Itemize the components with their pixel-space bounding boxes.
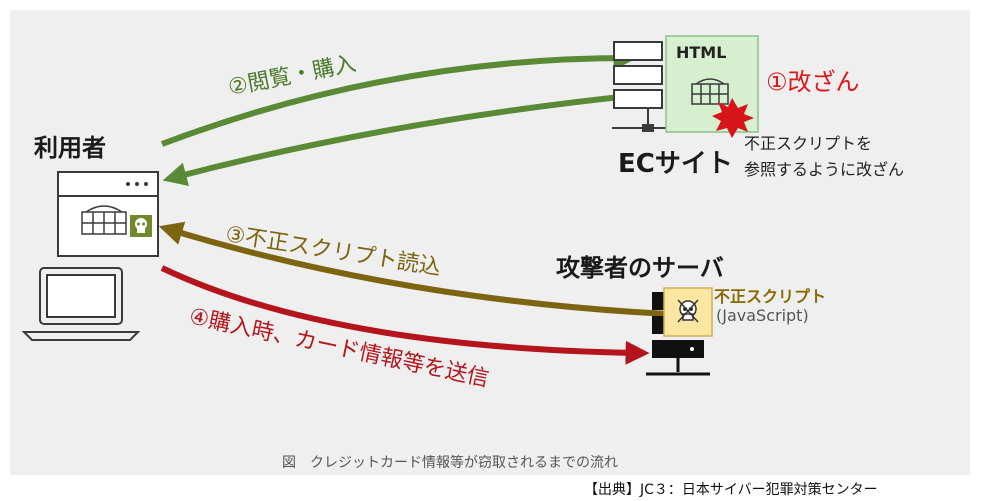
html-basket-icon: [691, 78, 729, 105]
tamper-note-line1: 不正スクリプトを: [744, 134, 873, 153]
malicious-script-subtitle: (JavaScript): [716, 306, 809, 325]
browse-purchase-arrow: [160, 46, 638, 147]
html-label: HTML: [676, 43, 727, 62]
ec-server-icon: [612, 41, 684, 132]
user-label: 利用者: [34, 134, 106, 162]
browser-window-icon: [57, 171, 159, 257]
ec-site-label: ECサイト: [618, 149, 733, 179]
load-script-arrow: [158, 221, 669, 317]
tamper-label: ①改ざん: [766, 68, 860, 96]
basket-icon: [81, 205, 127, 235]
laptop-icon: [21, 267, 141, 341]
malicious-script-title: 不正スクリプト: [714, 287, 827, 306]
tamper-burst-icon: [712, 98, 754, 138]
skull-badge-icon: [130, 215, 152, 237]
send-card-arrow: [160, 265, 650, 365]
script-skull-icon: [677, 299, 699, 323]
tamper-note-line2: 参照するように改ざん: [744, 160, 905, 179]
ec-response-arrow: [162, 90, 661, 186]
figure-caption: 図 クレジットカード情報等が窃取されるまでの流れ: [282, 455, 618, 471]
attacker-server-label: 攻撃者のサーバ: [556, 254, 724, 282]
source-credit: 【出典】JC３：日本サイバー犯罪対策センター: [584, 482, 878, 498]
